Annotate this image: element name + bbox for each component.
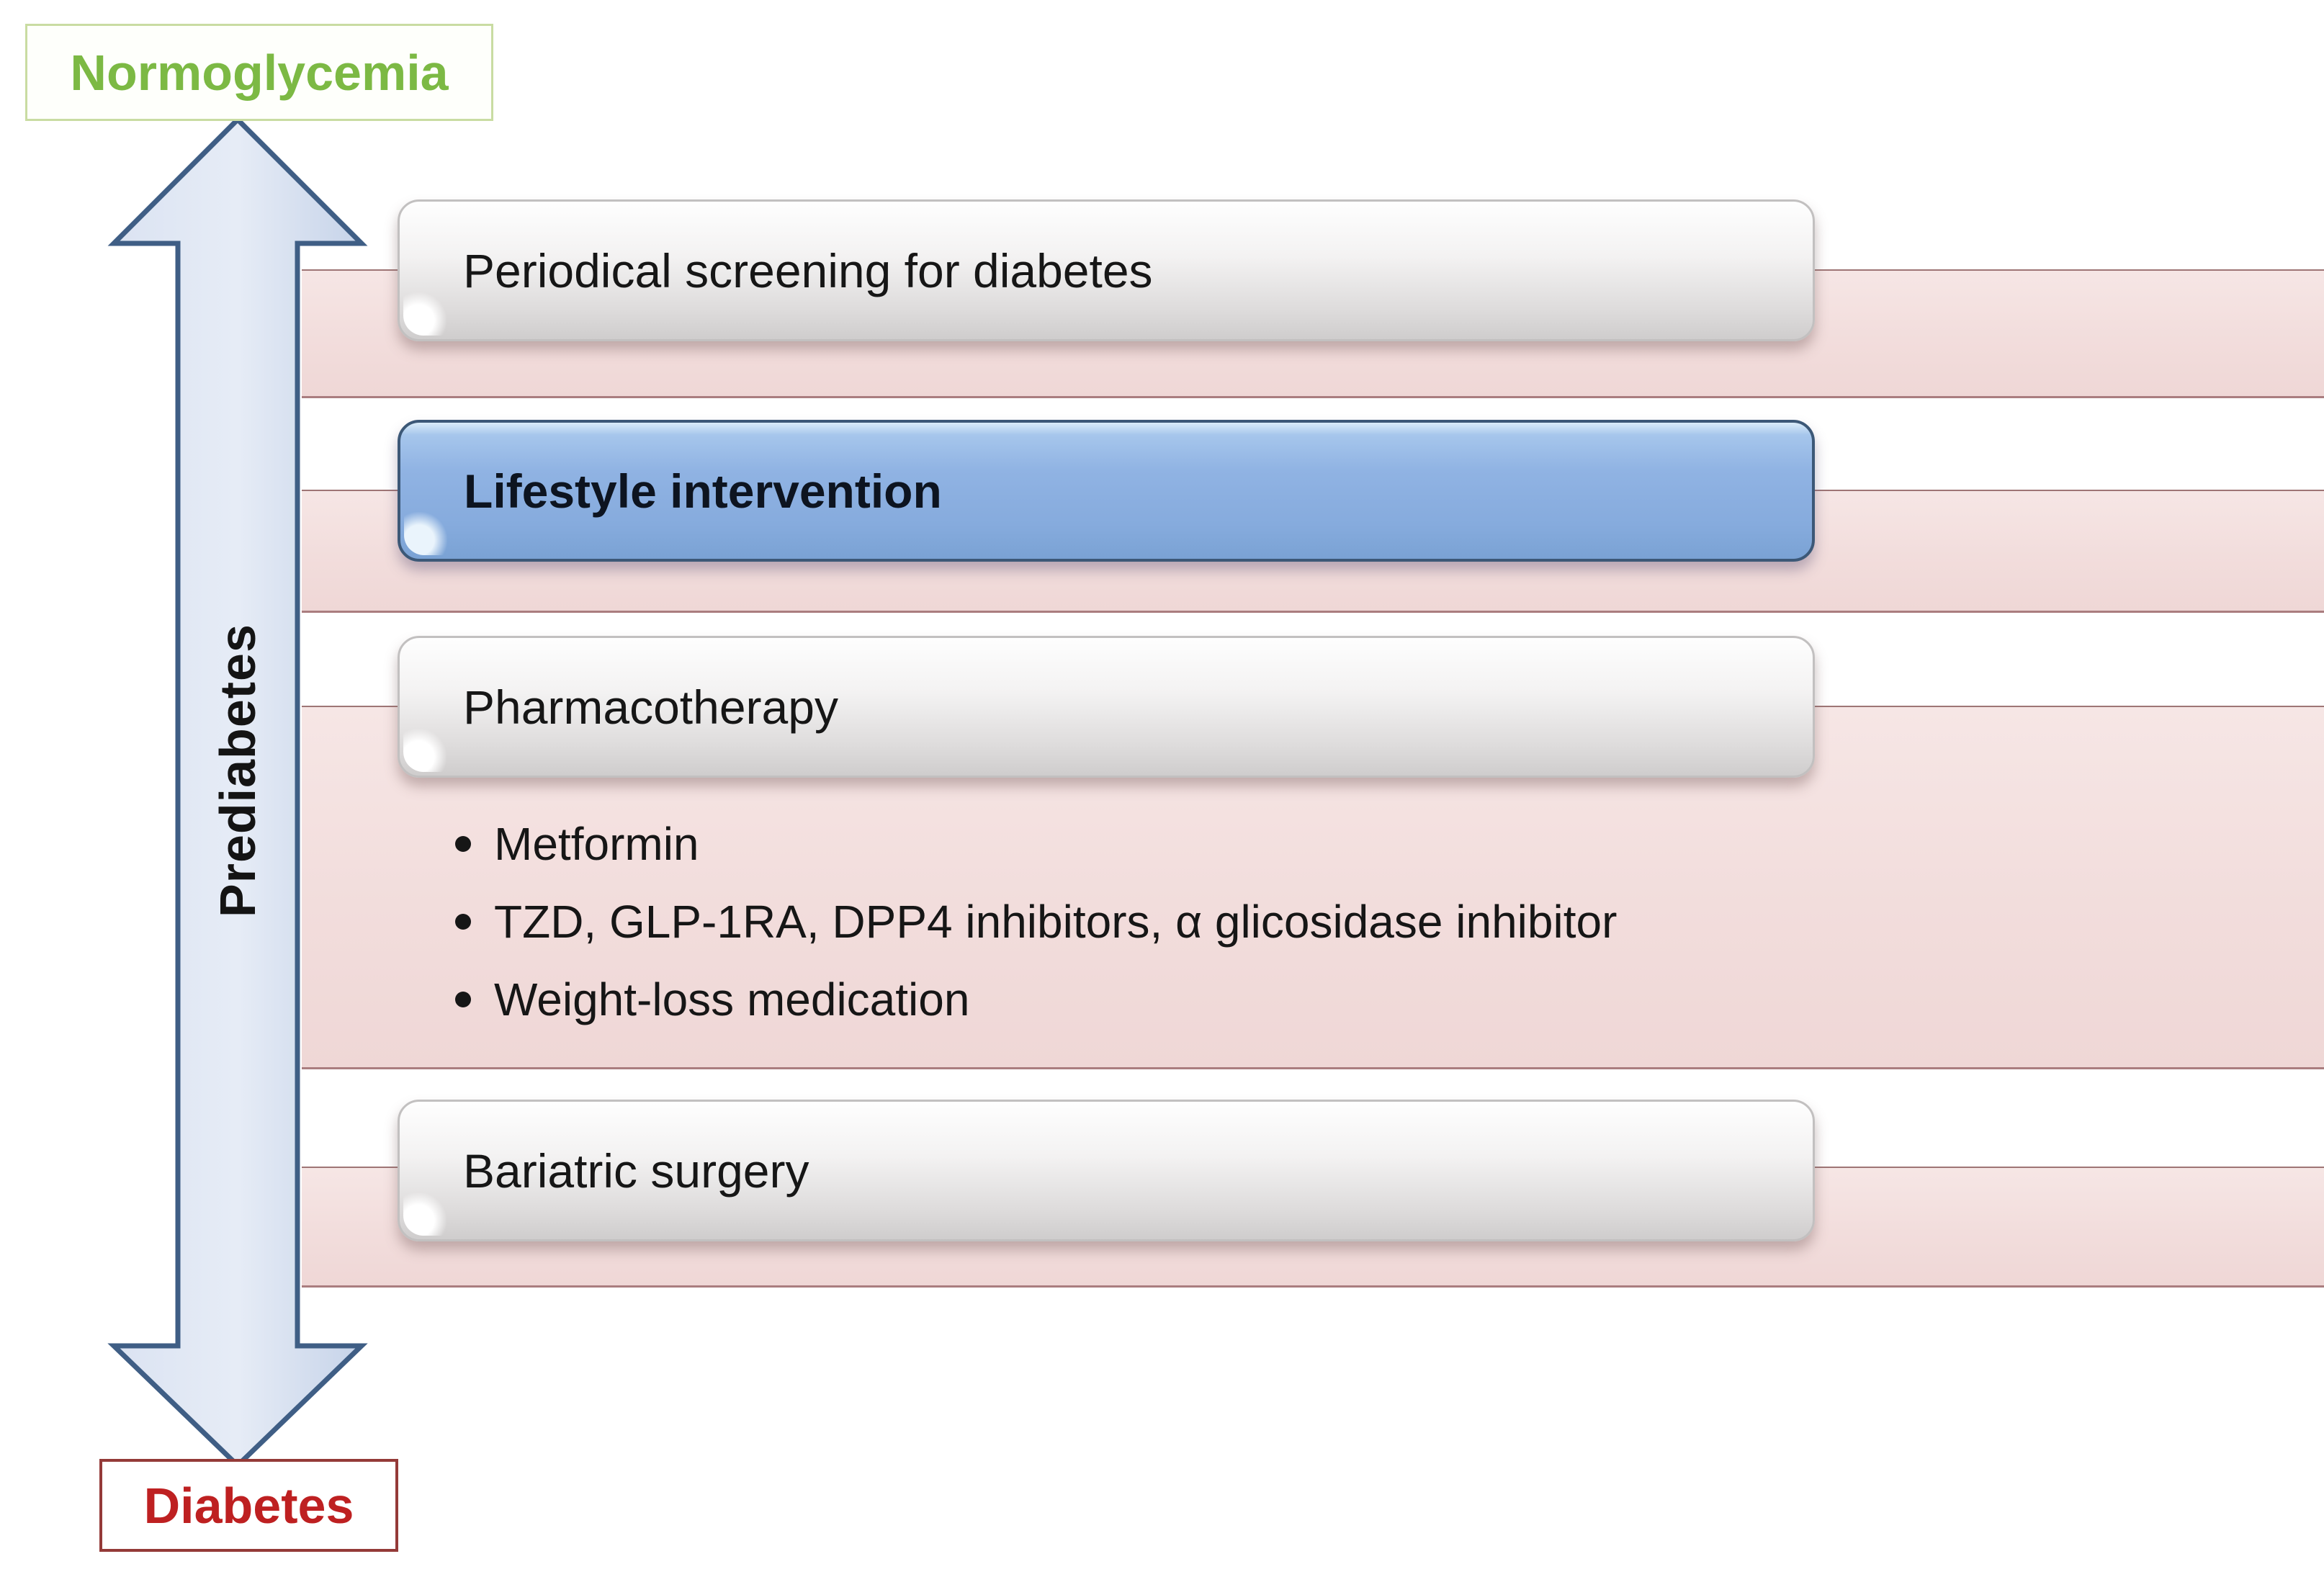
bullet-label: Metformin bbox=[494, 818, 699, 870]
pharmacotherapy-bullet-list: Metformin TZD, GLP-1RA, DPP4 inhibitors,… bbox=[455, 805, 1617, 1038]
list-item: Weight-loss medication bbox=[455, 961, 1617, 1038]
normoglycemia-box: Normoglycemia bbox=[25, 24, 493, 121]
bullet-icon bbox=[455, 836, 471, 852]
treatment-box-bariatric-surgery: Bariatric surgery bbox=[398, 1100, 1815, 1241]
treatment-box-pharmacotherapy: Pharmacotherapy bbox=[398, 636, 1815, 778]
bullet-icon bbox=[455, 992, 471, 1007]
bullet-label: Weight-loss medication bbox=[494, 974, 970, 1025]
axis-label-prediabetes: Prediabetes bbox=[210, 624, 266, 917]
list-item: TZD, GLP-1RA, DPP4 inhibitors, α glicosi… bbox=[455, 883, 1617, 961]
bullet-icon bbox=[455, 914, 471, 930]
bullet-label: TZD, GLP-1RA, DPP4 inhibitors, α glicosi… bbox=[494, 896, 1618, 948]
list-item: Metformin bbox=[455, 805, 1617, 883]
treatment-box-periodical-screening: Periodical screening for diabetes bbox=[398, 199, 1815, 341]
diabetes-box: Diabetes bbox=[99, 1459, 398, 1552]
treatment-box-lifestyle-intervention: Lifestyle intervention bbox=[398, 420, 1815, 562]
